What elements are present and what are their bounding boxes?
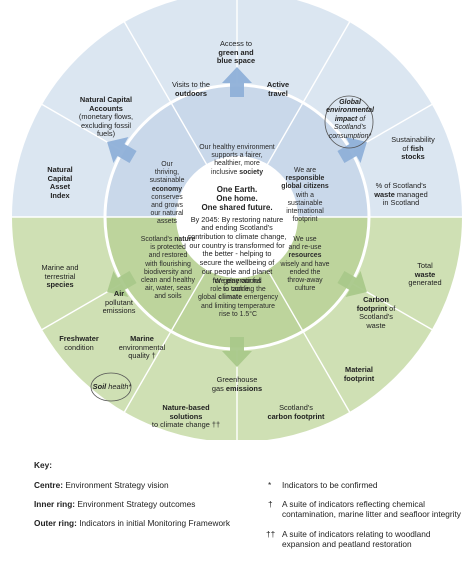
vision-title: One Earth.One home.One shared future. bbox=[201, 185, 273, 213]
note-chemical-contamination: A suite of indicators reflecting chemica… bbox=[282, 499, 461, 520]
segment-divider-line bbox=[266, 20, 351, 166]
inner-ring-upper-half bbox=[105, 85, 369, 217]
segment-divider-line bbox=[123, 20, 208, 166]
inner-ring-lower-half bbox=[105, 217, 369, 349]
key-outer-ring: Outer ring: Indicators in initial Monito… bbox=[34, 518, 230, 528]
key-heading: Key: bbox=[34, 460, 52, 470]
note-symbol-asterisk: * bbox=[268, 480, 272, 490]
note-symbol-dagger: † bbox=[268, 499, 273, 509]
strategy-wheel-diagram bbox=[10, 0, 464, 440]
note-indicators-confirmed: Indicators to be confirmed bbox=[282, 480, 378, 490]
inward-arrow bbox=[222, 337, 252, 367]
inward-arrow bbox=[337, 137, 367, 164]
note-woodland-peatland: A suite of indicators relating to woodla… bbox=[282, 529, 431, 550]
key-inner-ring: Inner ring: Environment Strategy outcome… bbox=[34, 499, 196, 509]
center-circle bbox=[176, 156, 298, 278]
indicator-soil-health: Soil health* bbox=[92, 382, 132, 391]
inward-arrow bbox=[222, 67, 252, 97]
outcome-arrows bbox=[107, 67, 367, 367]
global-impact-oval bbox=[324, 95, 374, 149]
segment-dividers bbox=[11, 0, 463, 440]
vision-statement: One Earth.One home.One shared future. By… bbox=[181, 185, 293, 294]
inward-arrow bbox=[107, 137, 137, 164]
segment-divider-line bbox=[123, 268, 208, 414]
inward-arrow bbox=[107, 270, 137, 297]
segment-divider-line bbox=[266, 268, 351, 414]
inward-arrow bbox=[337, 270, 367, 297]
soil-health-oval bbox=[90, 372, 132, 402]
note-symbol-double-dagger: †† bbox=[266, 529, 276, 539]
key-centre: Centre: Environment Strategy vision bbox=[34, 480, 169, 490]
